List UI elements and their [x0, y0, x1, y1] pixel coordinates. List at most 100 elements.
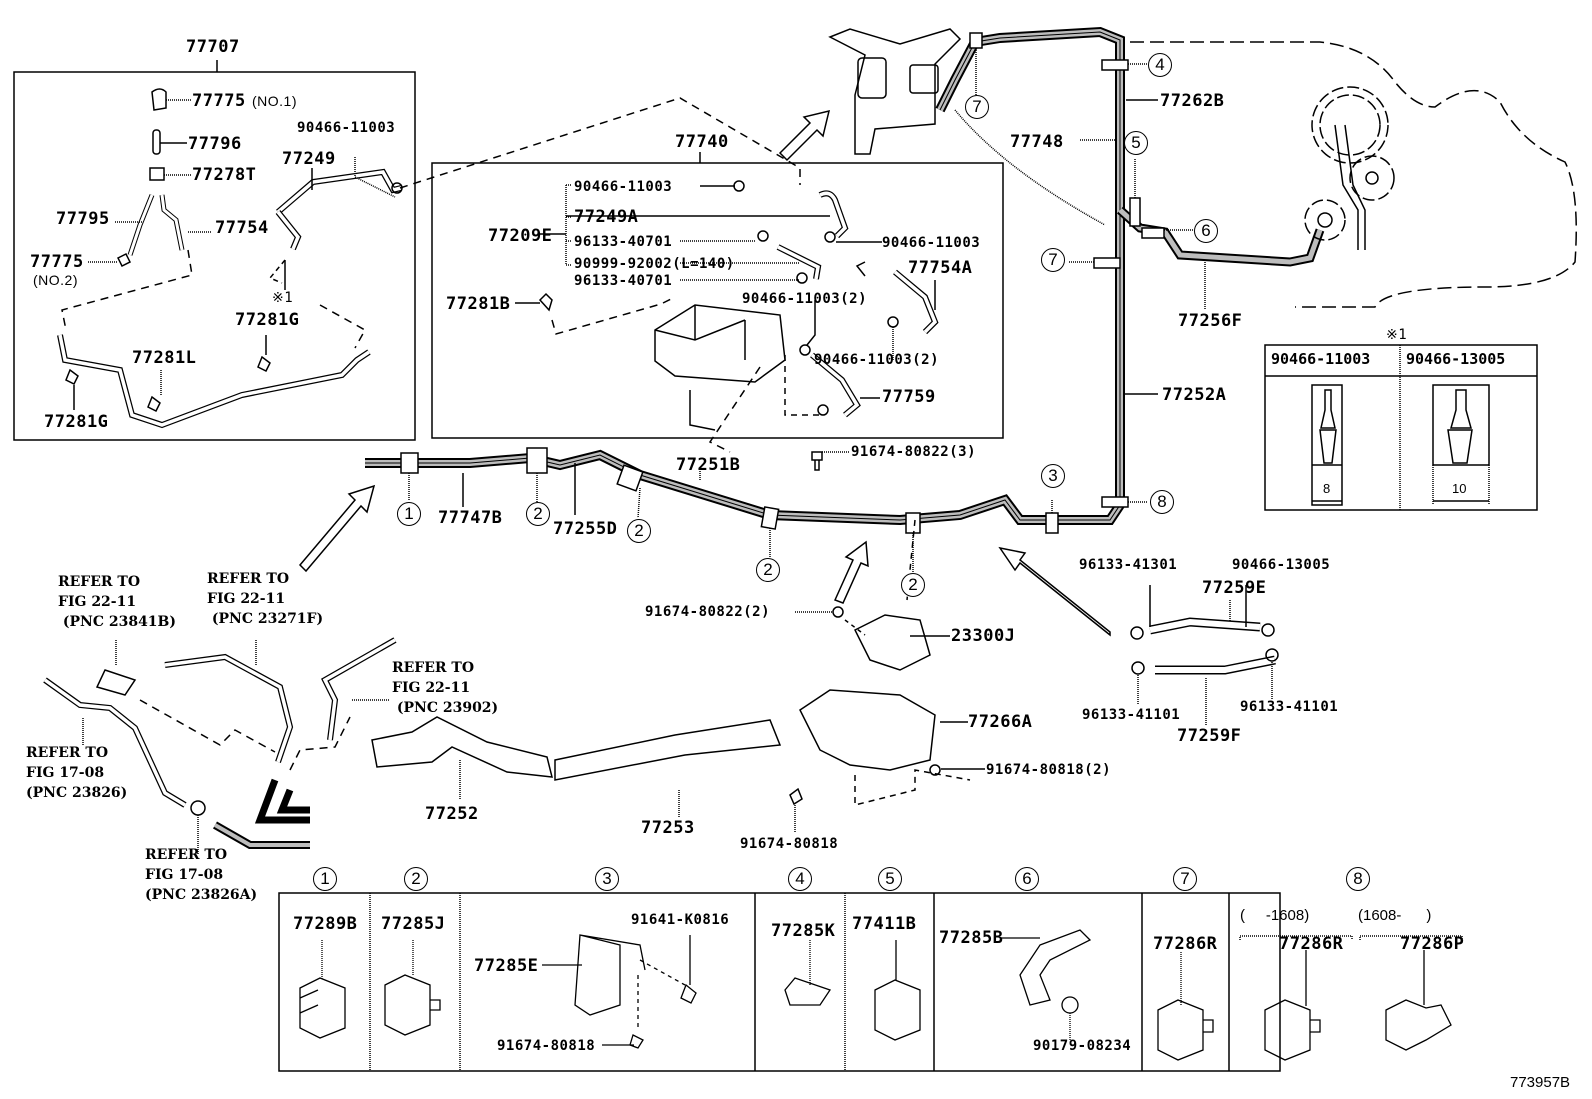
legend-part-77286R-a: 77286R	[1153, 934, 1218, 954]
callout-7a: 7	[965, 95, 989, 119]
clip-table-note: ※1	[1386, 327, 1408, 343]
clamp-drawings	[299, 929, 1452, 1061]
part-canister	[654, 304, 786, 383]
part-77775-no2	[116, 252, 132, 268]
legend-part-77411B: 77411B	[852, 914, 917, 934]
part-label-91674-80822-2: 91674-80822(2)	[645, 604, 771, 620]
clip-table-size-1: 8	[1323, 481, 1331, 496]
arrow-2	[778, 109, 831, 162]
part-note-no2: (NO.2)	[33, 272, 78, 288]
arrow-4	[998, 546, 1111, 637]
arrow-3	[833, 540, 869, 604]
clamp-legend-frame	[278, 892, 1463, 1072]
clip-table-header-2: 90466-13005	[1406, 350, 1506, 368]
clip-table-size-2: 10	[1452, 481, 1467, 496]
callout-2b: 2	[627, 519, 651, 543]
callout-4: 4	[1148, 53, 1172, 77]
part-label-77281G-a: 77281G	[235, 310, 300, 330]
reference-pnc-23826[interactable]: REFER TO FIG 17-08 (PNC 23826)	[26, 745, 128, 801]
main-fuel-line-bundle	[365, 26, 1325, 526]
fuel-tank-outline	[1130, 41, 1577, 308]
part-label-77748: 77748	[1010, 132, 1064, 152]
callout-7b: 7	[1041, 248, 1065, 272]
group-item-90466-11003: 90466-11003	[574, 179, 673, 195]
legend-num-1: 1	[313, 867, 337, 891]
part-label-96133-41101-a: 96133-41101	[1082, 707, 1181, 723]
part-label-90466-11003-2a: 90466-11003(2)	[742, 291, 868, 307]
part-label-91674-80818-2: 91674-80818(2)	[986, 762, 1112, 778]
part-77266A	[799, 689, 936, 771]
reference-pnc-23902[interactable]: REFER TO FIG 22-11 (PNC 23902)	[392, 660, 499, 716]
callout-3: 3	[1041, 464, 1065, 488]
figure-code: 773957B	[1510, 1074, 1571, 1091]
arrow-1	[298, 484, 376, 573]
callout-2d: 2	[901, 573, 925, 597]
assembly-label-77740: 77740	[675, 132, 729, 152]
part-77278T	[149, 167, 165, 181]
callout-5: 5	[1124, 131, 1148, 155]
part-label-91674-80822-3: 91674-80822(3)	[851, 444, 977, 460]
legend-part-91674-80818: 91674-80818	[497, 1038, 596, 1054]
clip-90466-13005-drawing	[1432, 384, 1490, 505]
part-77253	[554, 719, 782, 781]
group-item-77249A: 77249A	[574, 207, 639, 227]
part-label-77259E: 77259E	[1202, 578, 1267, 598]
part-label-77281G-b: 77281G	[44, 412, 109, 432]
legend-part-90179-08234: 90179-08234	[1033, 1038, 1132, 1054]
part-label-90466-11003-a: 90466-11003	[297, 120, 396, 136]
part-label-77754A: 77754A	[908, 258, 973, 278]
part-77252	[371, 716, 553, 778]
part-label-77278T: 77278T	[192, 165, 257, 185]
legend-num-4: 4	[788, 867, 812, 891]
legend-range-a: ( -1608)	[1240, 907, 1310, 924]
clip-table-frame	[1264, 344, 1538, 511]
reference-pnc-23826A[interactable]: REFER TO FIG 17-08 (PNC 23826A)	[145, 847, 258, 903]
part-label-77281L: 77281L	[132, 348, 197, 368]
reference-pnc-23271F[interactable]: REFER TO FIG 22-11 (PNC 23271F)	[207, 571, 324, 627]
part-77775-no1	[151, 88, 167, 111]
part-label-77252: 77252	[425, 804, 479, 824]
engine-outline	[828, 28, 962, 155]
legend-num-5: 5	[878, 867, 902, 891]
legend-part-77285E: 77285E	[474, 956, 539, 976]
part-label-77759: 77759	[882, 387, 936, 407]
legend-part-77285B: 77285B	[939, 928, 1004, 948]
part-label-77253: 77253	[641, 818, 695, 838]
part-label-77775-no1: 77775	[192, 91, 246, 111]
part-label-77775-no2: 77775	[30, 252, 84, 272]
legend-part-77285J: 77285J	[381, 914, 446, 934]
part-label-91674-80818: 91674-80818	[740, 836, 839, 852]
part-note-no1: (NO.1)	[252, 93, 297, 109]
callout-8: 8	[1150, 490, 1174, 514]
part-label-77252A: 77252A	[1162, 385, 1227, 405]
part-77281B	[538, 292, 553, 312]
part-label-90466-11003-2b: 90466-11003(2)	[814, 352, 940, 368]
part-label-77259F: 77259F	[1177, 726, 1242, 746]
group-item-90999-92002: 90999-92002(L=140)	[574, 256, 735, 272]
part-label-77266A: 77266A	[968, 712, 1033, 732]
callout-6: 6	[1194, 219, 1218, 243]
legend-part-77286R-b: 77286R	[1279, 934, 1344, 954]
part-label-96133-41301: 96133-41301	[1079, 557, 1178, 573]
assembly-label-77707: 77707	[186, 37, 240, 57]
clip-table-header-1: 90466-11003	[1271, 350, 1371, 368]
legend-part-77289B: 77289B	[293, 914, 358, 934]
note-mark-1: ※1	[272, 290, 294, 306]
reference-pnc-23841B[interactable]: REFER TO FIG 22-11 (PNC 23841B)	[58, 574, 177, 630]
part-label-90466-13005: 90466-13005	[1232, 557, 1331, 573]
part-label-96133-41101-b: 96133-41101	[1240, 699, 1339, 715]
part-label-77256F: 77256F	[1178, 311, 1243, 331]
inset-77740-frame	[431, 162, 1004, 439]
part-label-77251B: 77251B	[676, 455, 741, 475]
callout-1: 1	[397, 502, 421, 526]
legend-range-b: (1608- )	[1358, 907, 1432, 924]
callout-2a: 2	[526, 502, 550, 526]
part-label-77262B: 77262B	[1160, 91, 1225, 111]
legend-num-6: 6	[1015, 867, 1039, 891]
part-77796	[152, 129, 161, 155]
legend-num-8: 8	[1346, 867, 1370, 891]
legend-num-7: 7	[1173, 867, 1197, 891]
part-label-77747B: 77747B	[438, 508, 503, 528]
part-label-23300J: 23300J	[951, 626, 1016, 646]
